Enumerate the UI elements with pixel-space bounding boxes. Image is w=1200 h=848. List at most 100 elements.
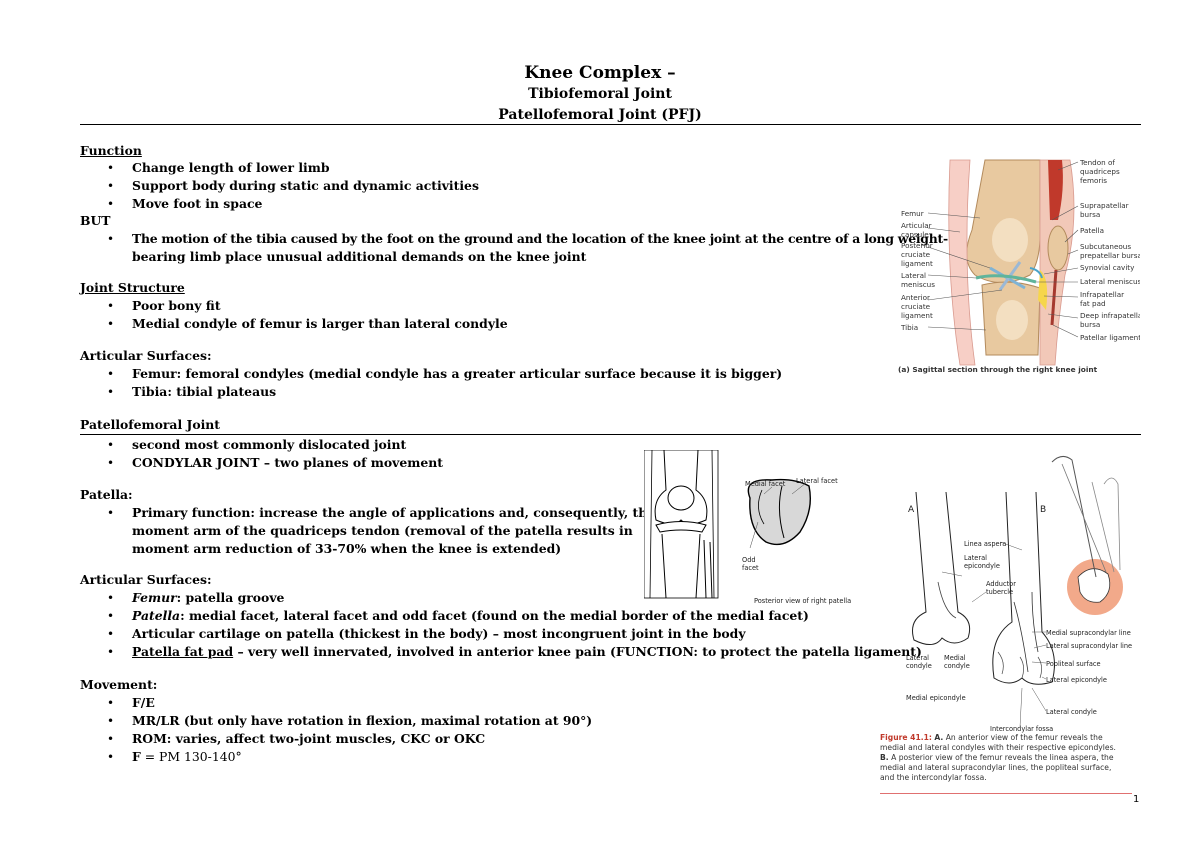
but-label: BUT <box>80 213 111 228</box>
femur-desc: : patella groove <box>176 590 285 605</box>
label-patella: Patella <box>1080 226 1104 235</box>
movement-item-flexion: F = PM 130-140° <box>132 748 242 766</box>
label-lateral-2: Lateral <box>906 654 929 662</box>
patella-figure: Medial facet Lateral facet Odd facet Pos… <box>644 450 854 610</box>
movement-item: ROM: varies, affect two-joint muscles, C… <box>132 731 486 746</box>
label-subcutaneous: Subcutaneous <box>1080 242 1131 251</box>
patella-line2: moment arm of the quadriceps tendon (rem… <box>132 523 633 538</box>
movement-item: MR/LR (but only have rotation in flexion… <box>132 713 593 728</box>
pfj-item: CONDYLAR JOINT – two planes of movement <box>132 455 443 470</box>
articular-item: Tibia: tibial plateaus <box>132 384 277 399</box>
label-b: B <box>1040 505 1046 515</box>
caption-line2: medial and lateral condyles with their r… <box>880 743 1116 752</box>
patella-caption: Posterior view of right patella <box>754 597 851 605</box>
patella-line1: Primary function: increase the angle of … <box>132 505 656 520</box>
label-capsule: capsule <box>901 230 929 239</box>
bullet: • <box>107 456 115 470</box>
label-tubercle: tubercle <box>986 588 1013 596</box>
label-odd: Odd <box>742 556 756 564</box>
articular2-item-patella: Patella: medial facet, lateral facet and… <box>132 607 809 625</box>
title-divider <box>80 124 1141 125</box>
caption-fig-label: Figure 41.1: <box>880 733 932 742</box>
function-item: Support body during static and dynamic a… <box>132 178 479 193</box>
label-prepatellar: prepatellar bursa <box>1080 251 1140 260</box>
page-number: 1 <box>1133 794 1140 805</box>
label-lateral-meniscus: Lateral meniscus <box>1080 277 1140 286</box>
label-deep-infrapatellar: Deep infrapatellar <box>1080 311 1140 320</box>
caption-underline <box>880 793 1132 794</box>
label-cruciate: cruciate <box>901 250 931 259</box>
pfj-item: second most commonly dislocated joint <box>132 437 407 452</box>
patella-line3: moment arm reduction of 33-70% when the … <box>132 541 562 556</box>
articular-surfaces-heading: Articular Surfaces: <box>80 348 212 363</box>
label-medial-supracondylar: Medial supracondylar line <box>1046 629 1131 637</box>
bullet: • <box>107 591 115 605</box>
label-meniscus: meniscus <box>901 280 935 289</box>
fat-pad-desc: – very well innervated, involved in ante… <box>233 644 922 659</box>
label-lateral-supracondylar: Lateral supracondylar line <box>1046 642 1132 650</box>
bullet: • <box>107 438 115 452</box>
label-femoris: femoris <box>1080 176 1107 185</box>
caption-line1: Figure 41.1: A. An anterior view of the … <box>880 733 1135 743</box>
articular-item: Femur: femoral condyles (medial condyle … <box>132 366 783 381</box>
sagittal-knee-figure: Femur Articular capsule Posterior crucia… <box>890 150 1140 382</box>
bullet: • <box>107 299 115 313</box>
page-subtitle-pfj: Patellofemoral Joint (PFJ) <box>498 107 702 123</box>
patella-desc: : medial facet, lateral facet and odd fa… <box>180 608 809 623</box>
joint-structure-item: Medial condyle of femur is larger than l… <box>132 316 508 331</box>
caption-b-label: B. <box>880 753 889 762</box>
bullet: • <box>107 696 115 710</box>
patella-term: Patella <box>132 608 181 623</box>
articular2-item-cartilage: Articular cartilage on patella (thickest… <box>132 626 746 641</box>
label-bursa-2: bursa <box>1080 320 1100 329</box>
label-popliteal: Popliteal surface <box>1046 660 1101 668</box>
caption-line1-text: An anterior view of the femur reveals th… <box>943 733 1103 742</box>
label-patellar-ligament: Patellar ligament <box>1080 333 1140 342</box>
articular2-item-fatpad: Patella fat pad – very well innervated, … <box>132 643 922 661</box>
femur-figure: A B Linea aspera Lateral epicondyle Addu… <box>882 452 1140 734</box>
label-anterior: Anterior <box>901 293 930 302</box>
bullet: • <box>107 609 115 623</box>
bullet: • <box>107 506 115 520</box>
label-medial-facet: Medial facet <box>745 480 786 488</box>
function-item: Move foot in space <box>132 196 263 211</box>
but-item-line2: bearing limb place unusual additional de… <box>132 249 587 264</box>
label-a: A <box>908 505 915 515</box>
label-condyle-1: condyle <box>906 662 932 670</box>
label-suprapatellar: Suprapatellar <box>1080 201 1129 210</box>
pfj-heading: Patellofemoral Joint <box>80 417 221 432</box>
label-synovial: Synovial cavity <box>1080 263 1135 272</box>
label-bursa: bursa <box>1080 210 1100 219</box>
label-condyle-2: condyle <box>944 662 970 670</box>
function-heading: Function <box>80 143 142 158</box>
caption-line3: B. A posterior view of the femur reveals… <box>880 753 1135 763</box>
flexion-desc: = PM 130-140° <box>140 749 242 764</box>
but-item-line1: The motion of the tibia caused by the fo… <box>132 231 948 246</box>
page-subtitle-tfj: Tibiofemoral Joint <box>528 86 672 102</box>
bullet: • <box>107 161 115 175</box>
label-femur: Femur <box>901 209 924 218</box>
label-ligament: ligament <box>901 259 933 268</box>
bullet: • <box>107 627 115 641</box>
joint-structure-heading: Joint Structure <box>80 280 185 295</box>
patella-heading: Patella: <box>80 487 133 502</box>
bullet: • <box>107 750 115 764</box>
caption-line4: medial and lateral supracondylar lines, … <box>880 763 1112 772</box>
label-linea-aspera: Linea aspera <box>964 540 1006 548</box>
femur-term: Femur <box>132 590 177 605</box>
bullet: • <box>107 714 115 728</box>
label-epicondyle: epicondyle <box>964 562 1000 570</box>
bullet: • <box>107 367 115 381</box>
label-posterior: Posterior <box>901 241 933 250</box>
bullet: • <box>107 645 115 659</box>
label-medial: Medial <box>944 654 966 662</box>
bullet: • <box>107 732 115 746</box>
movement-heading: Movement: <box>80 677 158 692</box>
label-intercondylar: Intercondylar fossa <box>990 725 1053 733</box>
label-tibia: Tibia <box>900 323 918 332</box>
label-tendon-of: Tendon of <box>1079 158 1115 167</box>
label-lateral-1: Lateral <box>964 554 987 562</box>
pfj-divider <box>80 434 1141 435</box>
page-title: Knee Complex – <box>524 63 676 83</box>
title-block: Knee Complex – Tibiofemoral Joint Patell… <box>0 62 1200 126</box>
